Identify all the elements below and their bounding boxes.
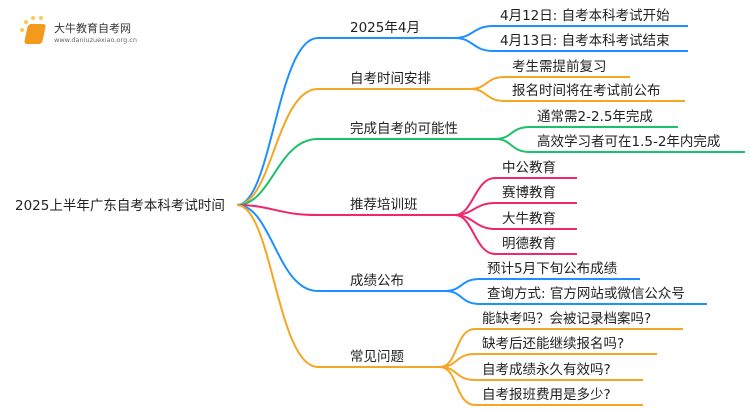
child-line	[469, 88, 685, 102]
child-line	[494, 138, 745, 153]
child-label[interactable]: 高效学习者可在1.5-2年内完成	[537, 133, 720, 150]
child-label[interactable]: 报名时间将在考试前公布	[512, 82, 661, 99]
child-label[interactable]: 4月12日: 自考本科考试开始	[500, 8, 670, 24]
child-label[interactable]: 缺考后还能继续报名吗?	[482, 336, 624, 352]
branch-label[interactable]: 成绩公布	[350, 273, 404, 289]
child-label[interactable]: 考生需提前复习	[512, 58, 607, 75]
child-label[interactable]: 自考成绩永久有效吗?	[482, 362, 611, 378]
child-line	[454, 37, 688, 52]
branch-line	[236, 88, 470, 206]
child-label[interactable]: 4月13日: 自考本科考试结束	[500, 33, 670, 49]
root-node: 2025上半年广东自考本科考试时间	[15, 198, 225, 214]
child-line	[439, 366, 643, 406]
child-line	[454, 214, 577, 255]
child-label[interactable]: 预计5月下旬公布成绩	[487, 261, 618, 277]
logo: 大牛教育自考网 www.daniuzuexiao.org.cn	[18, 14, 178, 50]
branch-label[interactable]: 完成自考的可能性	[350, 121, 458, 137]
branch-label[interactable]: 推荐培训班	[350, 197, 418, 213]
child-label[interactable]: 通常需2-2.5年完成	[537, 109, 653, 125]
branch-line	[236, 204, 445, 292]
branch-label[interactable]: 自考时间安排	[350, 71, 431, 87]
child-label[interactable]: 赛博教育	[502, 184, 556, 201]
logo-title: 大牛教育自考网	[54, 22, 131, 35]
branch-label[interactable]: 2025年4月	[350, 20, 420, 36]
child-label[interactable]: 能缺考吗？会被记录档案吗?	[482, 310, 651, 327]
branch-label[interactable]: 常见问题	[350, 349, 404, 365]
branch-line	[236, 204, 455, 216]
child-label[interactable]: 中公教育	[502, 160, 556, 176]
branch-line	[236, 138, 495, 206]
logo-url: www.daniuzuexiao.org.cn	[54, 36, 137, 44]
branch-line	[236, 204, 440, 368]
child-label[interactable]: 自考报班费用是多少?	[482, 386, 611, 403]
child-label[interactable]: 大牛教育	[502, 211, 556, 227]
child-label[interactable]: 查询方式: 官方网站或微信公众号	[487, 286, 685, 302]
branch-line	[236, 37, 455, 206]
child-label[interactable]: 明德教育	[502, 236, 556, 252]
child-line	[444, 290, 707, 305]
